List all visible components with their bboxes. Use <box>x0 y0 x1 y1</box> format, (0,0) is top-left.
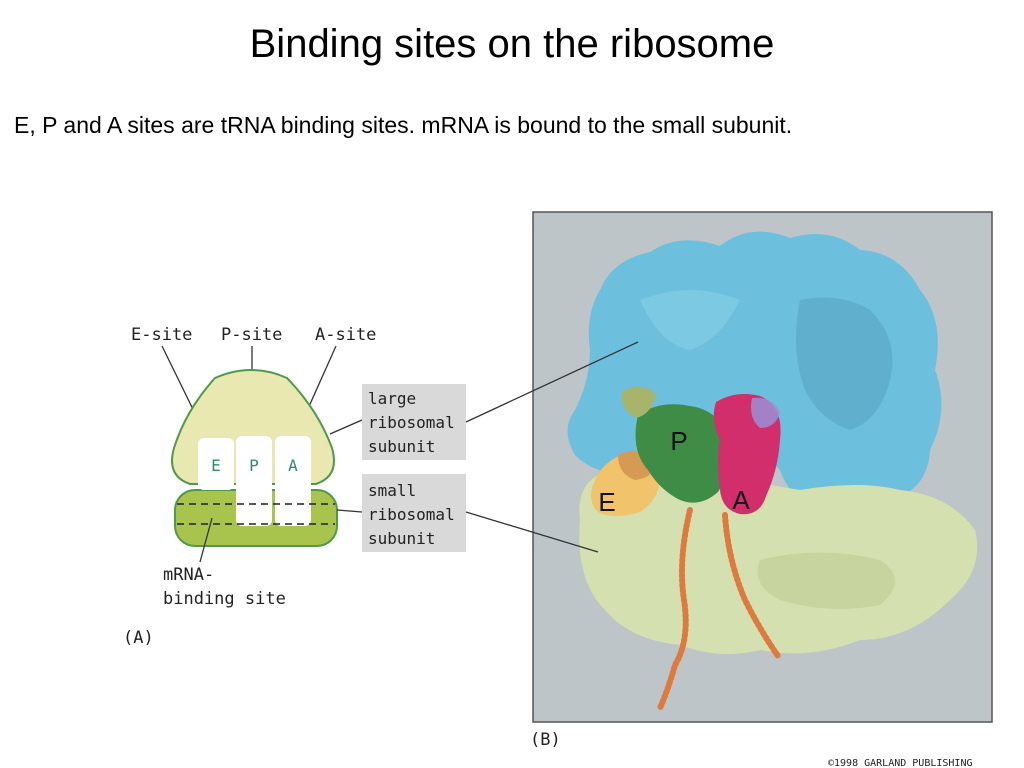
panel-a-schematic: E-site P-site A-site E P A large ribosom… <box>123 325 466 648</box>
panel-a-label: (A) <box>123 628 154 648</box>
a-site-trna-3d-tip <box>751 397 780 428</box>
e-site-letter-3d: E <box>598 487 615 517</box>
mrna-site-leader-line <box>199 517 213 563</box>
mrna-site-label-line1: mRNA- <box>163 565 214 585</box>
small-subunit-label-box <box>362 474 466 552</box>
e-site-letter: E <box>211 456 221 475</box>
e-site-pocket <box>198 438 234 490</box>
p-site-label: P-site <box>221 325 282 345</box>
p-site-trna-3d <box>635 404 729 503</box>
a-site-letter: A <box>288 456 298 475</box>
p-site-trna-3d-tip <box>621 386 656 418</box>
p-site-letter-3d: P <box>670 426 687 456</box>
large-subunit-3d-highlight <box>640 290 740 350</box>
small-subunit-label-line1: small <box>368 481 416 500</box>
a-site-letter-3d: A <box>732 485 750 515</box>
large-subunit-leader-a <box>329 419 363 435</box>
large-subunit-label-line2: ribosomal <box>368 413 455 432</box>
large-subunit-3d-shade <box>796 297 893 430</box>
mrna-strand-right <box>722 512 781 659</box>
large-subunit-label-line1: large <box>368 389 416 408</box>
large-subunit-leader-b <box>465 341 639 423</box>
p-site-letter: P <box>249 456 259 475</box>
panel-b-label: (B) <box>530 730 561 750</box>
slide-title: Binding sites on the ribosome <box>249 22 775 66</box>
p-site-pocket <box>236 436 272 526</box>
small-subunit-3d-shade <box>757 552 895 609</box>
a-site-label: A-site <box>315 325 376 345</box>
slide-subtitle: E, P and A sites are tRNA binding sites.… <box>14 112 793 138</box>
large-subunit-label-box <box>362 384 466 460</box>
small-subunit-label-line3: subunit <box>368 529 435 548</box>
e-site-label: E-site <box>131 325 192 345</box>
a-site-pocket <box>275 436 311 526</box>
copyright-notice: ©1998 GARLAND PUBLISHING <box>828 758 973 768</box>
mrna-site-label-line2: binding site <box>163 589 286 609</box>
mrna-strand-left <box>657 507 693 711</box>
panel-b-model: P E A (B) ©1998 GARLAND PUBLISHING <box>465 211 993 768</box>
small-subunit-leader-b <box>465 511 599 553</box>
small-subunit-leader-a <box>336 509 363 513</box>
small-subunit-label-line2: ribosomal <box>368 505 455 524</box>
large-subunit-label-line3: subunit <box>368 437 435 456</box>
